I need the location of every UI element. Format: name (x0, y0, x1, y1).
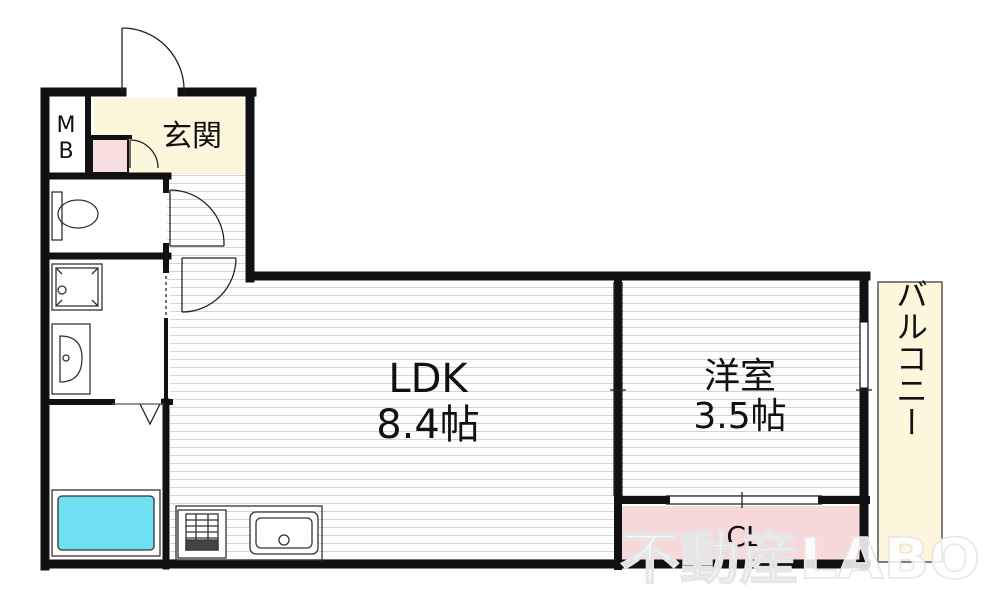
walls (40, 87, 871, 571)
washbasin (51, 323, 91, 395)
ldk-label: LDK (388, 356, 469, 402)
shoe-box (91, 138, 129, 174)
doors (112, 27, 872, 508)
meter-box-door-swing (129, 139, 159, 169)
western-room-label: 洋室 (704, 356, 776, 397)
closet-floor (622, 506, 860, 562)
toilet-door-swing (169, 189, 225, 247)
watermark: 不動産LABO (620, 527, 980, 592)
western-room-size-label: 3.5帖 (693, 396, 786, 437)
labels: M B 玄関 LDK 8.4帖 洋室 3.5帖 CL バルコニー (57, 113, 929, 553)
stove (177, 509, 227, 559)
toilet (51, 191, 99, 241)
washing-machine-pan (51, 263, 103, 311)
kitchen-sink (175, 505, 323, 561)
fixtures (51, 191, 323, 561)
bath-tub (51, 489, 161, 557)
hall-floor (167, 175, 247, 282)
ldk-floor (170, 282, 614, 562)
ldk-size-label: 8.4帖 (376, 402, 480, 448)
floor-fills (50, 98, 943, 563)
washroom-door-swing (181, 257, 237, 313)
western-room-floor (622, 282, 860, 498)
closet-label: CL (726, 520, 762, 553)
front-door-swing (121, 27, 185, 93)
bath-door (139, 403, 161, 426)
entrance-label: 玄関 (162, 119, 222, 154)
mb-label-line1: M (57, 113, 76, 138)
balcony-floor (877, 281, 943, 563)
balcony-label: バルコニー (891, 278, 929, 438)
mb-label-line2: B (58, 139, 73, 164)
